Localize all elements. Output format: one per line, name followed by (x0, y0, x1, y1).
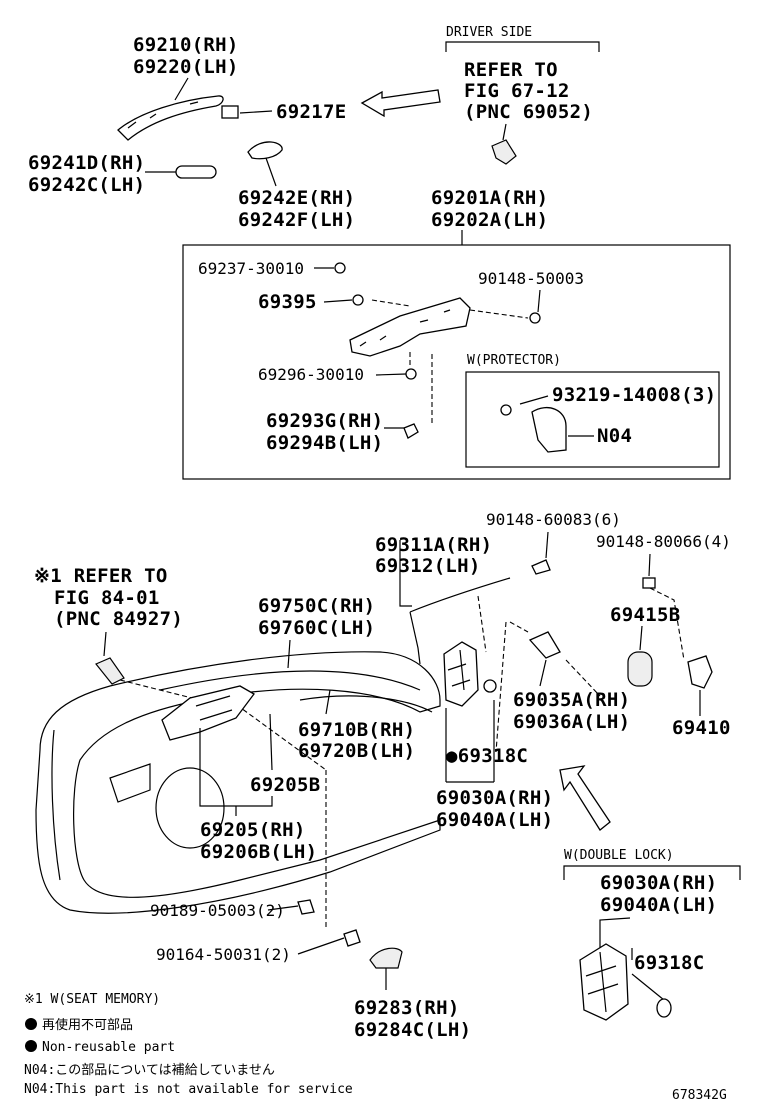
label-69395: 69395 (258, 291, 317, 313)
driver-side-group: DRIVER SIDE REFER TO FIG 67-12 (PNC 6905… (445, 25, 600, 165)
label-90189: 90189-05003(2) (150, 901, 285, 920)
striker-part (687, 655, 713, 689)
label-69210: 69210(RH) (133, 34, 239, 56)
label-69242C: 69242C(LH) (28, 174, 145, 196)
door-outline (35, 651, 441, 914)
bullet-icon (25, 1040, 37, 1052)
label-69242E: 69242E(RH) (238, 187, 355, 209)
label-69206B: 69206B(LH) (200, 841, 317, 863)
label-69296: 69296-30010 (258, 365, 364, 384)
label-w-double-lock: W(DOUBLE LOCK) (564, 848, 674, 863)
label-69720B: 69720B(LH) (298, 740, 415, 762)
label-90148-60083: 90148-60083(6) (486, 510, 621, 529)
double-lock-group: W(DOUBLE LOCK) 69030A(RH) 69040A(LH) 693… (563, 848, 741, 1021)
refer2-line3: (PNC 84927) (54, 608, 183, 630)
label-69242F: 69242F(LH) (238, 209, 355, 231)
label-69312: 69312(LH) (375, 555, 481, 577)
label-69760C: 69760C(LH) (258, 617, 375, 639)
outside-handle-part (117, 95, 224, 141)
label-69205: 69205(RH) (200, 819, 306, 841)
lock-cylinder-part (491, 139, 517, 165)
label-69318C: ●69318C (446, 745, 528, 767)
note-n04-jp: N04:この部品については補給していません (24, 1063, 275, 1078)
label-69311A: 69311A(RH) (375, 534, 492, 556)
note-reuse-jp: 再使用不可部品 (42, 1017, 133, 1033)
lock-bracket-part (528, 631, 561, 659)
cap-69242E-part (247, 141, 283, 160)
label-69217E: 69217E (276, 101, 346, 123)
label-69293G: 69293G(RH) (266, 410, 383, 432)
refer2-line1: ※1 REFER TO (34, 565, 168, 587)
arrow-to-lock (559, 765, 611, 831)
legend-notes: ※1 W(SEAT MEMORY) 再使用不可部品 Non-reusable p… (24, 992, 727, 1103)
double-lock-pin-part (656, 998, 672, 1018)
label-93219: 93219-14008(3) (552, 384, 716, 406)
frame-box (182, 244, 731, 480)
label-69035A: 69035A(RH) (513, 689, 630, 711)
label-69220: 69220(LH) (133, 56, 239, 78)
label-dl-69030A: 69030A(RH) (600, 872, 717, 894)
label-N04: N04 (597, 425, 632, 447)
label-69294B: 69294B(LH) (266, 432, 383, 454)
control-rod-part (409, 577, 511, 665)
label-69036A: 69036A(LH) (513, 711, 630, 733)
inside-handle-part (161, 685, 255, 741)
bullet-icon (25, 1018, 37, 1030)
label-driver-side: DRIVER SIDE (446, 25, 532, 40)
door-panel-group: ※1 REFER TO FIG 84-01 (PNC 84927) 69750C… (34, 565, 471, 1041)
seat-memory-switch-part (95, 657, 125, 685)
door-lock-part (443, 641, 479, 707)
label-90148-80066: 90148-80066(4) (596, 532, 731, 551)
handle-frame-part (349, 297, 471, 357)
label-69283: 69283(RH) (354, 997, 460, 1019)
label-69201A: 69201A(RH) (431, 187, 548, 209)
label-90148-50003: 90148-50003 (478, 269, 584, 288)
label-69030A: 69030A(RH) (436, 787, 553, 809)
label-69284C: 69284C(LH) (354, 1019, 471, 1041)
striker-cover-part (627, 651, 653, 687)
label-90164: 90164-50031(2) (156, 945, 291, 964)
label-69710B: 69710B(RH) (298, 719, 415, 741)
note-n04-en: N04:This part is not available for servi… (24, 1082, 353, 1097)
note-seat-memory: ※1 W(SEAT MEMORY) (24, 992, 160, 1007)
lock-cable-group: 90148-60083(6) 69311A(RH) 69312(LH) 9014… (375, 510, 731, 831)
note-reuse-en: Non-reusable part (42, 1040, 175, 1055)
diagram-id: 678342G (672, 1088, 727, 1103)
label-69415B: 69415B (610, 604, 680, 626)
double-lock-part (579, 943, 629, 1021)
label-69241D: 69241D(RH) (28, 152, 145, 174)
clip-69293G-part (403, 423, 419, 439)
arrow-from-driver-side (360, 89, 441, 118)
label-69202A: 69202A(LH) (431, 209, 548, 231)
label-dl-69318C: 69318C (634, 952, 704, 974)
label-w-protector: W(PROTECTOR) (467, 353, 561, 368)
refer2-line2: FIG 84-01 (54, 587, 160, 609)
label-69205B: 69205B (250, 774, 320, 796)
refer1-line1: REFER TO (464, 59, 558, 81)
label-dl-69040A: 69040A(LH) (600, 894, 717, 916)
protector-part (531, 407, 567, 453)
label-69750C: 69750C(RH) (258, 595, 375, 617)
refer1-line2: FIG 67-12 (464, 80, 570, 102)
inside-handle-bezel-part (369, 947, 403, 969)
clip-69217E-part (221, 105, 239, 119)
handle-frame-group: 69201A(RH) 69202A(LH) 69237-30010 90148-… (182, 187, 731, 480)
protector-box (465, 371, 720, 468)
label-69040A: 69040A(LH) (436, 809, 553, 831)
refer1-line3: (PNC 69052) (464, 101, 593, 123)
outside-handle-group: 69210(RH) 69220(LH) 69217E 69241D(RH) 69… (28, 34, 441, 231)
label-69410: 69410 (672, 717, 731, 739)
handle-pad-part (175, 165, 217, 179)
label-69237: 69237-30010 (198, 259, 304, 278)
